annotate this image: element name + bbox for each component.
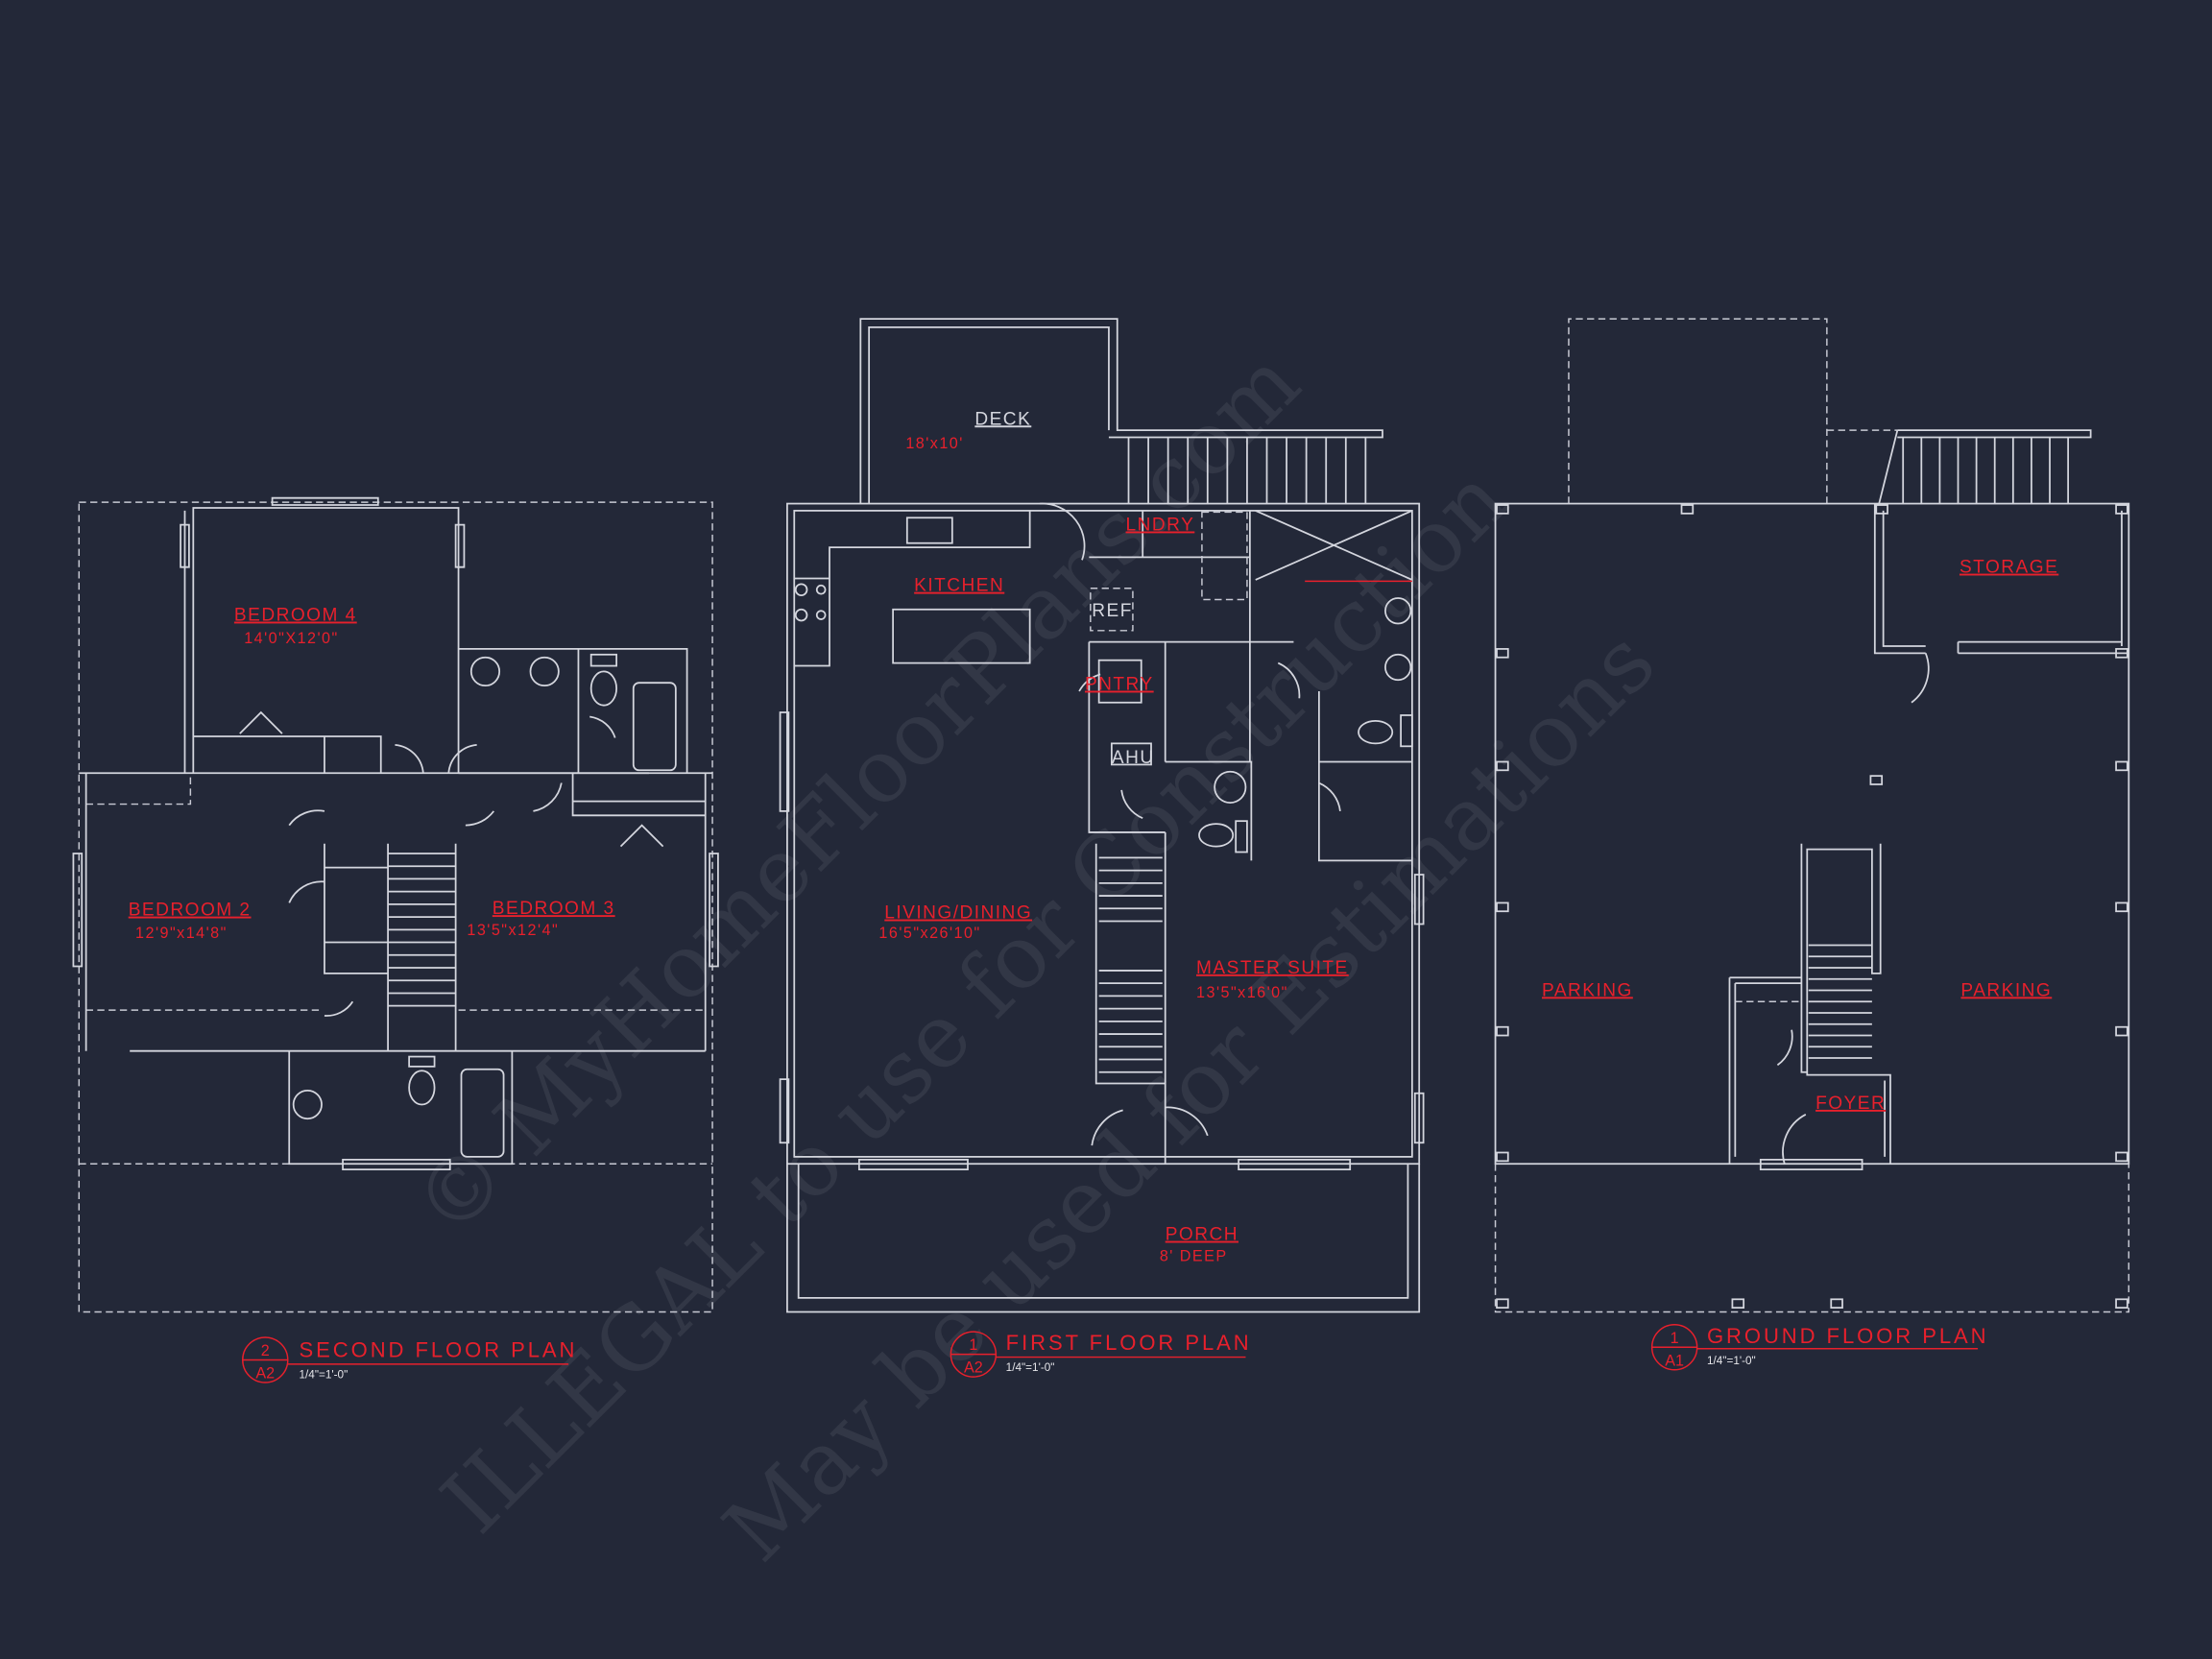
room-size-bedroom-4: 14'0"X12'0" bbox=[244, 630, 339, 647]
room-size-bedroom-2: 12'9"x14'8" bbox=[135, 925, 228, 942]
post bbox=[2115, 1151, 2128, 1163]
sheet-number: A2 bbox=[255, 1365, 275, 1382]
room-label-master-suite: MASTER SUITE bbox=[1196, 958, 1349, 978]
room-label-bedroom-4: BEDROOM 4 bbox=[234, 606, 357, 626]
post bbox=[2115, 648, 2128, 659]
room-size-living-dining: 16'5"x26'10" bbox=[878, 925, 980, 942]
post bbox=[2115, 1025, 2128, 1037]
post bbox=[2115, 760, 2128, 772]
room-size-deck: 18'x10' bbox=[905, 435, 963, 452]
post bbox=[1496, 1298, 1509, 1310]
plan-title: FIRST FLOOR PLAN bbox=[1006, 1331, 1252, 1355]
room-label-foyer: FOYER bbox=[1815, 1094, 1886, 1114]
room-label-parking-left: PARKING bbox=[1542, 980, 1633, 1000]
first-floor-plan: DECK 18'x10' KITCHEN LNDRY REF PNTRY AHU… bbox=[779, 318, 1425, 1378]
post bbox=[1830, 1298, 1843, 1310]
first-floor-stairs bbox=[1098, 856, 1163, 1073]
room-label-storage: STORAGE bbox=[1960, 558, 2058, 578]
room-label-bedroom-2: BEDROOM 2 bbox=[129, 901, 252, 921]
room-size-master-suite: 13'5"x16'0" bbox=[1196, 984, 1288, 1001]
plan-title: GROUND FLOOR PLAN bbox=[1707, 1324, 1989, 1348]
post bbox=[1496, 760, 1509, 772]
room-label-living-dining: LIVING/DINING bbox=[884, 903, 1032, 924]
label-refrigerator: REF bbox=[1092, 601, 1133, 621]
detail-number: 1 bbox=[969, 1336, 977, 1354]
first-floor-title-block: 1 A2 FIRST FLOOR PLAN 1/4"=1'-0" bbox=[950, 1331, 1252, 1378]
room-label-parking-right: PARKING bbox=[1960, 980, 2052, 1000]
post bbox=[1496, 1025, 1509, 1037]
detail-number: 1 bbox=[1671, 1330, 1679, 1347]
label-ahu: AHU bbox=[1112, 748, 1155, 768]
ground-floor-plan: STORAGE PARKING PARKING FOYER 1 A1 GROUN… bbox=[1494, 318, 2130, 1371]
second-floor-stairs bbox=[388, 853, 456, 1007]
room-label-bedroom-3: BEDROOM 3 bbox=[493, 899, 615, 919]
ground-floor-stairs bbox=[1808, 944, 1872, 1059]
second-floor-plan: BEDROOM 4 14'0"X12'0" BEDROOM 2 12'9"x14… bbox=[72, 496, 719, 1383]
post bbox=[2115, 504, 2128, 515]
room-label-deck: DECK bbox=[974, 409, 1031, 429]
ground-stair-railing bbox=[1902, 437, 2070, 504]
post bbox=[1875, 504, 1888, 515]
room-label-pantry: PNTRY bbox=[1085, 675, 1154, 695]
plan-scale: 1/4"=1'-0" bbox=[1707, 1355, 1756, 1367]
post bbox=[1496, 902, 1509, 913]
deck-railing bbox=[1127, 437, 1367, 504]
post bbox=[1496, 504, 1509, 515]
detail-number: 2 bbox=[261, 1342, 270, 1359]
post bbox=[1496, 648, 1509, 659]
watermark: © MyHomeFloorPlans.com ILLEGAL to use fo… bbox=[395, 331, 1674, 1580]
post bbox=[1869, 775, 1884, 785]
plan-scale: 1/4"=1'-0" bbox=[300, 1369, 349, 1382]
structural-posts bbox=[1496, 504, 2128, 1310]
plan-title: SECOND FLOOR PLAN bbox=[300, 1338, 578, 1362]
room-size-porch: 8' DEEP bbox=[1160, 1248, 1228, 1265]
plan-scale: 1/4"=1'-0" bbox=[1006, 1361, 1055, 1374]
sheet-number: A2 bbox=[964, 1359, 983, 1377]
post bbox=[2115, 1298, 2128, 1310]
post bbox=[1496, 1151, 1509, 1163]
room-label-laundry: LNDRY bbox=[1126, 515, 1195, 535]
post bbox=[1680, 504, 1695, 515]
room-size-bedroom-3: 13'5"x12'4" bbox=[467, 922, 559, 939]
second-floor-title-block: 2 A2 SECOND FLOOR PLAN 1/4"=1'-0" bbox=[242, 1336, 578, 1383]
post bbox=[1731, 1298, 1745, 1310]
room-label-porch: PORCH bbox=[1166, 1225, 1238, 1245]
room-label-kitchen: KITCHEN bbox=[914, 576, 1004, 596]
post bbox=[2115, 902, 2128, 913]
ground-floor-title-block: 1 A1 GROUND FLOOR PLAN 1/4"=1'-0" bbox=[1650, 1324, 1989, 1371]
sheet-number: A1 bbox=[1665, 1352, 1684, 1369]
